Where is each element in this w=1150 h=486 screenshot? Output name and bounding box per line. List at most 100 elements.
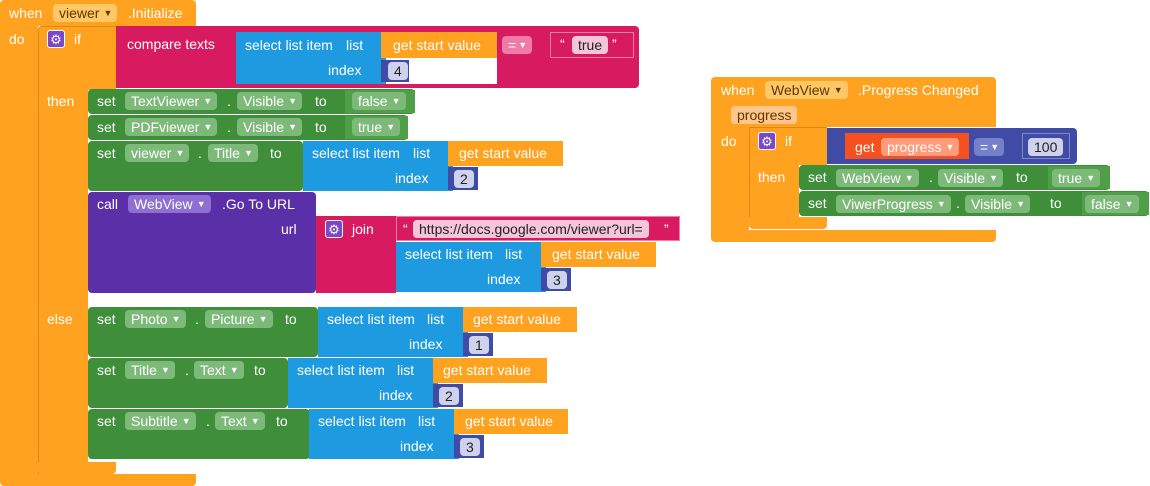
property-dropdown[interactable]: Text▼ <box>194 361 244 379</box>
component-dropdown[interactable]: TextViewer▼ <box>125 92 218 110</box>
property-dropdown[interactable]: Title▼ <box>208 144 258 162</box>
select-list-item-label: select list item <box>327 311 415 327</box>
index-label: index <box>400 438 434 454</box>
property-dropdown[interactable]: Visible▼ <box>237 118 302 136</box>
index-label: index <box>379 387 413 403</box>
dot: . <box>929 169 933 185</box>
list-label: list <box>397 362 415 378</box>
list-label: list <box>427 311 445 327</box>
dot: . <box>198 145 202 161</box>
get-start-value-label: get start value <box>552 246 640 262</box>
set-label: set <box>97 362 116 378</box>
boolean-dropdown[interactable]: false▼ <box>352 92 406 110</box>
url-label: url <box>281 221 297 237</box>
component-dropdown[interactable]: WebView▼ <box>128 195 211 213</box>
set-label: set <box>97 119 116 135</box>
text-value[interactable]: true <box>572 36 609 54</box>
select-list-item-label: select list item <box>297 362 385 378</box>
join-label: join <box>352 221 374 237</box>
dot: . <box>956 195 960 211</box>
get-start-value-block[interactable] <box>454 409 568 434</box>
set-label: set <box>97 311 116 327</box>
component-dropdown[interactable]: Title▼ <box>125 361 175 379</box>
dot: . <box>227 119 231 135</box>
select-list-item-block[interactable] <box>303 141 453 191</box>
set-photo-picture-block[interactable] <box>88 307 318 357</box>
mutator-gear-icon[interactable]: ⚙ <box>325 220 343 238</box>
dot: . <box>195 311 199 327</box>
select-list-item-label: select list item <box>245 37 333 53</box>
param-progress[interactable]: progress <box>731 106 798 124</box>
to-label: to <box>1050 195 1062 211</box>
list-label: list <box>413 145 431 161</box>
component-dropdown[interactable]: WebView▼ <box>765 81 848 99</box>
if-label: if <box>785 133 792 149</box>
mutator-gear-icon[interactable]: ⚙ <box>47 30 65 48</box>
property-dropdown[interactable]: Visible▼ <box>938 169 1003 187</box>
compare-operator-dropdown[interactable]: =▼ <box>974 138 1005 156</box>
get-label: get <box>855 139 875 155</box>
text-value[interactable]: https://docs.google.com/viewer?url= <box>413 220 649 238</box>
set-viewer-title-block[interactable] <box>88 141 303 191</box>
component-dropdown[interactable]: PDFviewer▼ <box>125 118 218 136</box>
select-list-item-block[interactable] <box>309 409 459 459</box>
number-value[interactable]: 3 <box>547 271 567 289</box>
component-dropdown[interactable]: ViwerProgress▼ <box>836 195 951 213</box>
select-list-item-block[interactable] <box>396 242 546 292</box>
property-dropdown[interactable]: Visible▼ <box>237 92 302 110</box>
number-value[interactable]: 100 <box>1028 138 1064 156</box>
property-dropdown[interactable]: Visible▼ <box>965 195 1030 213</box>
boolean-dropdown[interactable]: true▼ <box>1052 169 1101 187</box>
number-value[interactable]: 4 <box>388 62 408 80</box>
variable-dropdown[interactable]: progress▼ <box>881 138 960 156</box>
quote-close: ” <box>612 36 617 52</box>
get-start-value-block[interactable] <box>433 358 547 383</box>
set-title-text-block[interactable] <box>88 358 288 408</box>
set-label: set <box>97 93 116 109</box>
property-dropdown[interactable]: Picture▼ <box>205 310 273 328</box>
do-label: do <box>9 31 25 47</box>
to-label: to <box>285 311 297 327</box>
compare-operator-dropdown[interactable]: =▼ <box>502 36 533 54</box>
component-dropdown[interactable]: viewer▼ <box>53 4 118 22</box>
compare-texts-label: compare texts <box>127 36 215 52</box>
set-label: set <box>97 413 116 429</box>
component-dropdown[interactable]: WebView▼ <box>836 169 919 187</box>
dot: . <box>206 413 210 429</box>
number-value[interactable]: 3 <box>460 438 480 456</box>
set-label: set <box>97 145 116 161</box>
boolean-dropdown[interactable]: true▼ <box>352 118 401 136</box>
number-value[interactable]: 1 <box>469 336 489 354</box>
get-start-value-block[interactable] <box>541 242 656 267</box>
get-start-value-label: get start value <box>459 145 547 161</box>
select-list-item-label: select list item <box>318 413 406 429</box>
select-list-item-block[interactable] <box>288 358 438 408</box>
get-start-value-label: get start value <box>473 311 561 327</box>
component-dropdown[interactable]: Subtitle▼ <box>125 412 196 430</box>
property-dropdown[interactable]: Text▼ <box>215 412 265 430</box>
get-start-value-block[interactable] <box>381 32 497 58</box>
select-list-item-block[interactable] <box>236 32 386 84</box>
quote-open: “ <box>560 36 565 52</box>
component-dropdown[interactable]: viewer▼ <box>125 144 190 162</box>
list-label: list <box>418 413 436 429</box>
dot: . <box>185 362 189 378</box>
get-start-value-block[interactable] <box>463 307 577 332</box>
if-block-body <box>38 90 88 474</box>
get-start-value-block[interactable] <box>448 141 563 166</box>
number-value[interactable]: 2 <box>454 170 474 188</box>
event-body-left <box>0 26 38 474</box>
select-list-item-block[interactable] <box>318 307 468 357</box>
boolean-dropdown[interactable]: false▼ <box>1085 195 1139 213</box>
number-value[interactable]: 2 <box>439 387 459 405</box>
mutator-gear-icon[interactable]: ⚙ <box>758 132 776 150</box>
component-dropdown[interactable]: Photo▼ <box>125 310 186 328</box>
dot: . <box>227 93 231 109</box>
quote-open: “ <box>403 221 408 237</box>
call-label: call <box>97 196 119 212</box>
index-label: index <box>487 271 521 287</box>
get-start-value-label: get start value <box>443 362 531 378</box>
then-label: then <box>47 93 75 109</box>
if-label: if <box>74 31 81 47</box>
index-label: index <box>328 62 362 78</box>
